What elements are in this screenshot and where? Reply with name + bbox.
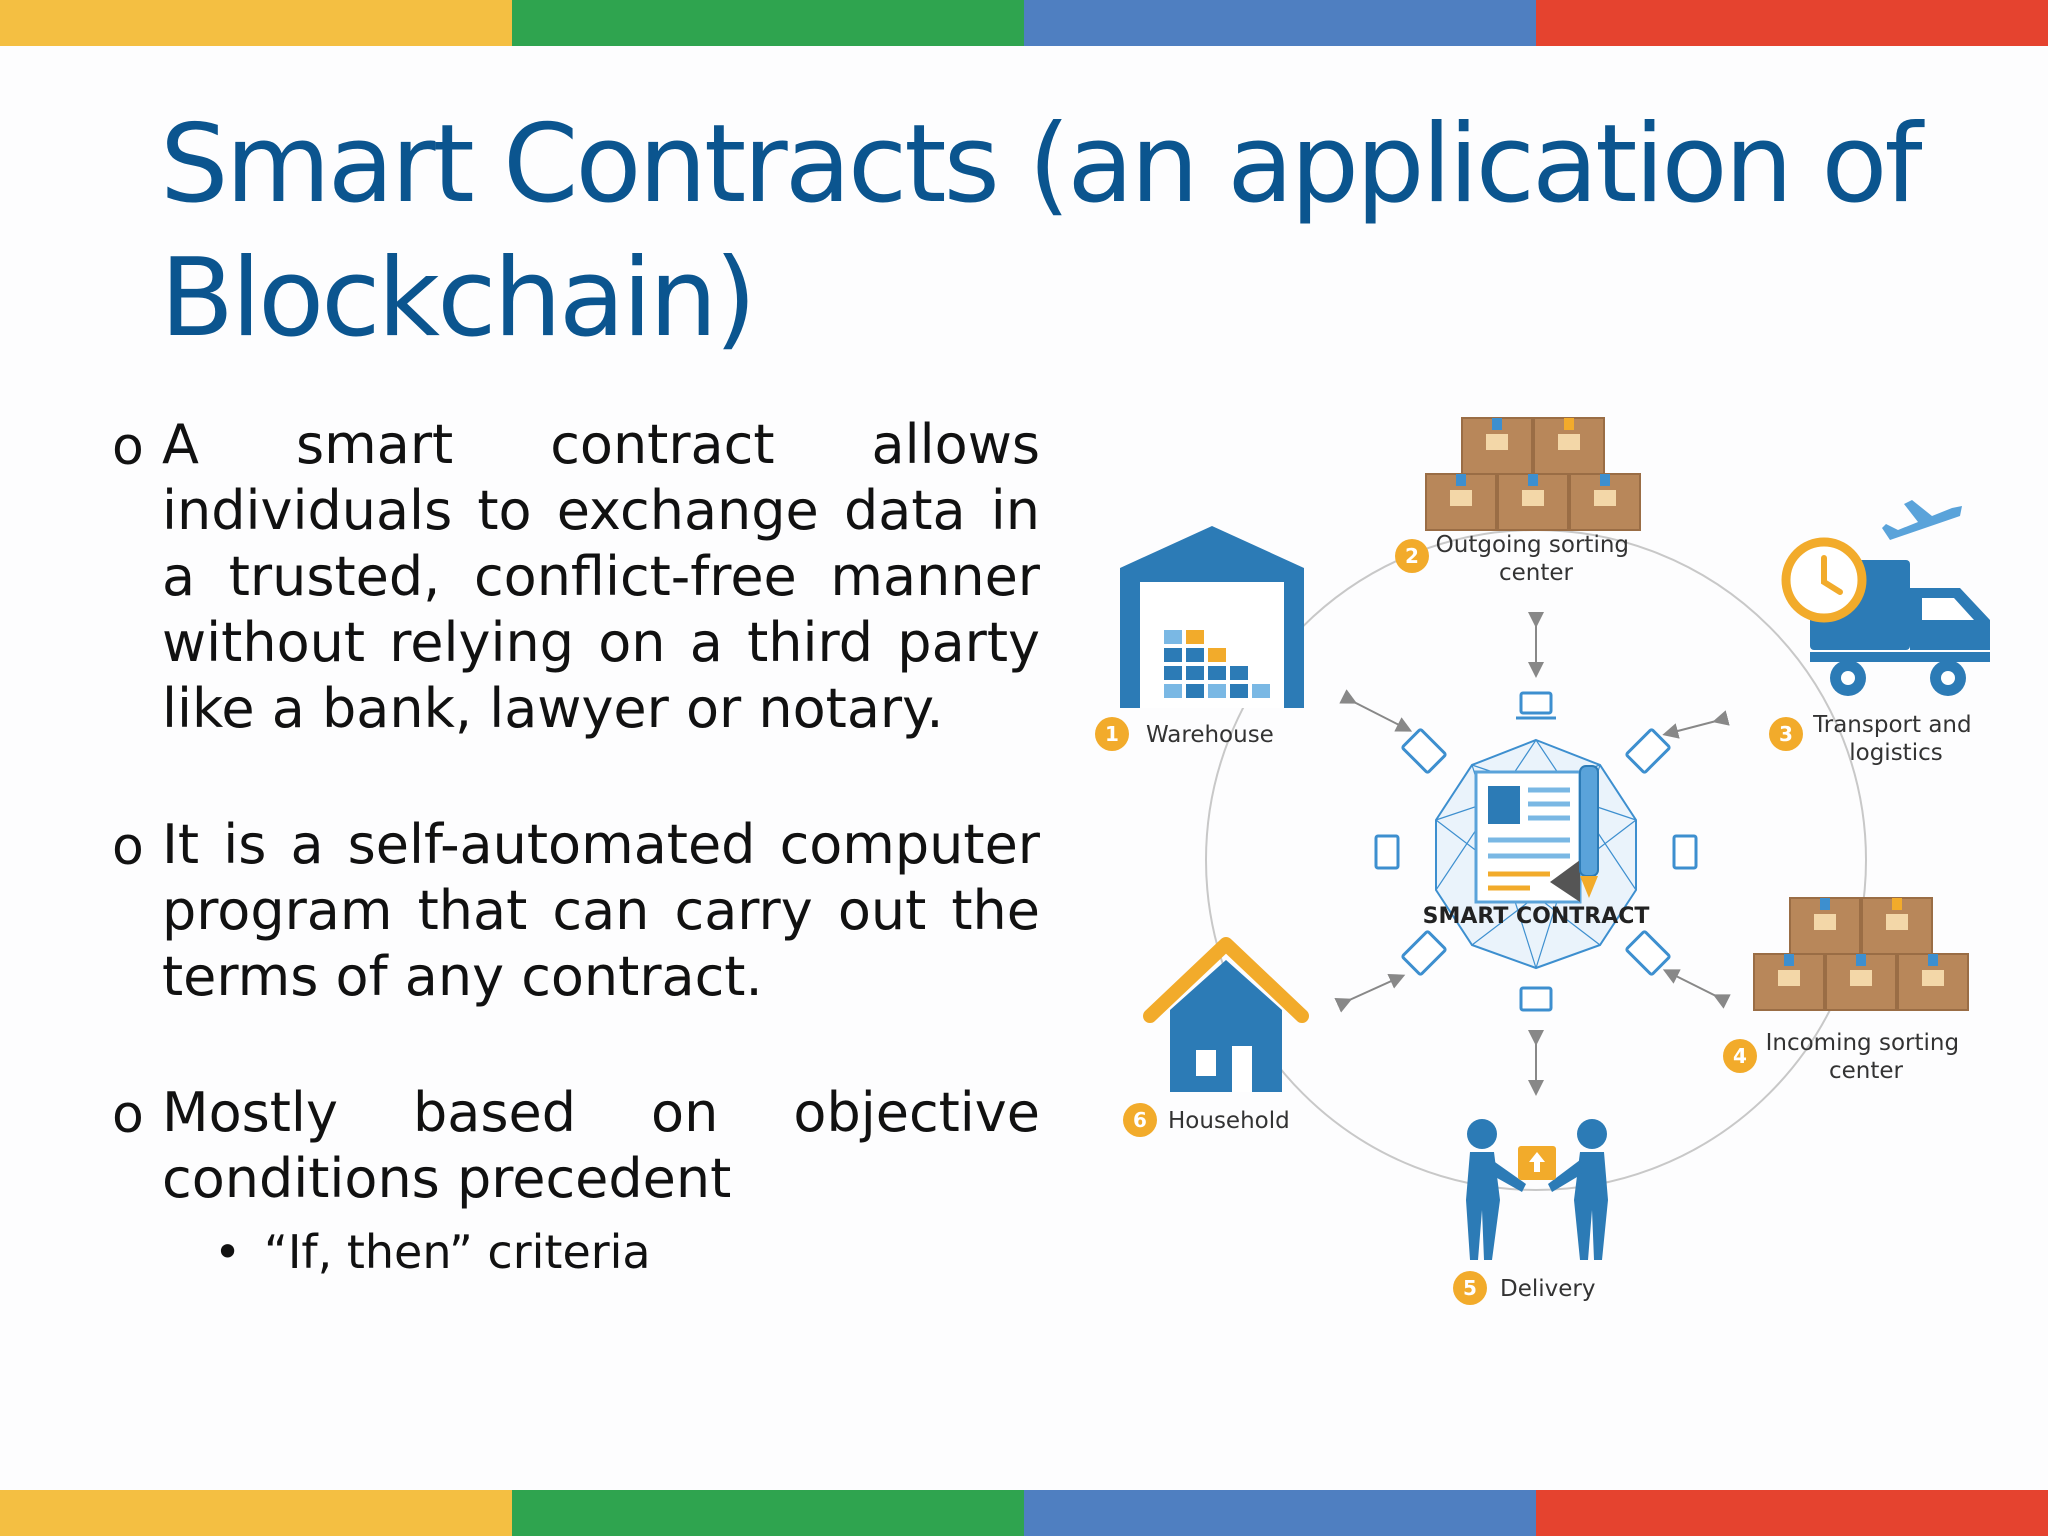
band-green	[512, 0, 1024, 46]
band-green	[512, 1490, 1024, 1536]
step-3-badge: 3	[1769, 717, 1803, 751]
network-device-icons	[1374, 691, 1698, 1012]
bullet-text: Mostly based on objective conditions pre…	[162, 1081, 1040, 1210]
delivery-people-icon	[1466, 1119, 1608, 1260]
bullet-item: o A smart contract allows individuals to…	[110, 412, 1040, 742]
smart-contract-label: SMART CONTRACT	[1423, 904, 1650, 929]
step-6-label: Household	[1168, 1108, 1290, 1134]
bullet-text: A smart contract allows individuals to e…	[162, 413, 1040, 740]
sub-bullet-item: • “If, then” criteria	[110, 1222, 1040, 1282]
warehouse-icon	[1120, 526, 1304, 708]
svg-text:6: 6	[1133, 1108, 1147, 1132]
band-blue	[1024, 0, 1536, 46]
bullet-marker: o	[112, 417, 144, 477]
bullet-item: o It is a self-automated computer progra…	[110, 812, 1040, 1010]
step-5-badge: 5	[1453, 1271, 1487, 1305]
band-yellow	[0, 0, 512, 46]
bullet-text: It is a self-automated computer program …	[162, 813, 1040, 1008]
step-3-label: Transport and logistics	[1812, 712, 1979, 766]
step-5-label: Delivery	[1500, 1276, 1595, 1302]
spoke-arrows	[1334, 612, 1731, 1096]
bottom-color-band	[0, 1490, 2048, 1536]
bullet-marker: o	[112, 1085, 144, 1145]
step-6-badge: 6	[1123, 1103, 1157, 1137]
household-icon	[1143, 937, 1309, 1092]
svg-text:1: 1	[1105, 722, 1119, 746]
slide-title: Smart Contracts (an application of Block…	[160, 102, 1922, 361]
band-yellow	[0, 1490, 512, 1536]
band-red	[1536, 0, 2048, 46]
sub-bullet-marker: •	[214, 1225, 242, 1279]
top-color-band	[0, 0, 2048, 46]
sub-bullet-text: “If, then” criteria	[264, 1225, 651, 1279]
bullet-marker: o	[112, 817, 144, 877]
svg-text:4: 4	[1733, 1044, 1747, 1068]
transport-truck-icon	[1781, 500, 1990, 696]
step-1-label: Warehouse	[1146, 722, 1274, 748]
step-1-badge: 1	[1095, 717, 1129, 751]
diagram-svg: SMART CONTRACT	[1095, 417, 1990, 1305]
svg-text:3: 3	[1779, 722, 1793, 746]
step-2-label: Outgoing sorting center	[1436, 532, 1637, 586]
incoming-sorting-boxes-icon	[1753, 897, 1969, 1011]
step-4-label: Incoming sorting center	[1766, 1030, 1967, 1084]
band-red	[1536, 1490, 2048, 1536]
band-blue	[1024, 1490, 1536, 1536]
step-2-badge: 2	[1395, 539, 1429, 573]
svg-text:5: 5	[1463, 1276, 1477, 1300]
outgoing-sorting-boxes-icon	[1425, 417, 1641, 531]
bullet-list: o A smart contract allows individuals to…	[110, 412, 1040, 1282]
step-4-badge: 4	[1723, 1039, 1757, 1073]
svg-text:2: 2	[1405, 544, 1419, 568]
bullet-item: o Mostly based on objective conditions p…	[110, 1080, 1040, 1212]
smart-contract-hub: SMART CONTRACT	[1423, 738, 1650, 970]
smart-contract-diagram: SMART CONTRACT	[1080, 370, 2020, 1330]
